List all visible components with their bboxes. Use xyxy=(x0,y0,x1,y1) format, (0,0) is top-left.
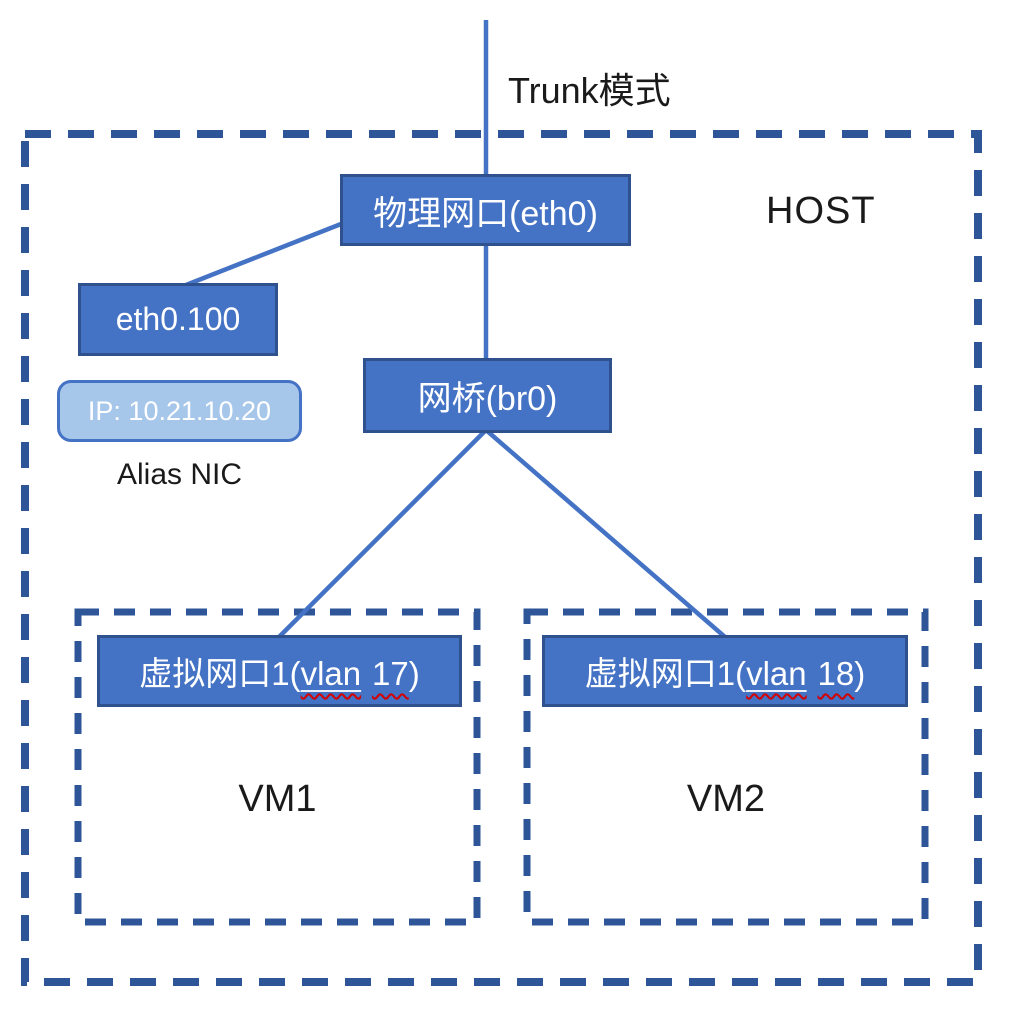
vm2-dashed-border xyxy=(523,608,929,926)
phys-to-subif-line xyxy=(185,221,342,288)
physical-nic-node: 物理网口(eth0) xyxy=(340,174,631,246)
vnic-vlan-id: 17 xyxy=(372,655,409,692)
bridge-node: 网桥(br0) xyxy=(363,358,612,433)
vnic-prefix-text: 虚拟网口1( xyxy=(584,655,747,692)
vlan-subinterface-node: eth0.100 xyxy=(78,283,278,356)
vm2-vnic-node: 虚拟网口1(vlan 18) xyxy=(542,635,908,707)
vm1-vnic-node: 虚拟网口1(vlan 17) xyxy=(97,635,462,707)
alias-ip-node: IP: 10.21.10.20 xyxy=(57,380,302,442)
trunk-mode-label: Trunk模式 xyxy=(508,70,671,111)
vm2-vnic-label: 虚拟网口1(vlan 18) xyxy=(585,647,865,695)
vnic-vlan-word: vlan xyxy=(746,655,807,692)
vm2-label: VM2 xyxy=(686,778,766,820)
vnic-suffix-text: ) xyxy=(854,655,866,692)
vnic-vlan-word: vlan xyxy=(300,655,362,692)
vm1-vnic-label: 虚拟网口1(vlan 17) xyxy=(139,647,419,695)
bridge-to-vnic1-line xyxy=(277,428,488,639)
vnic-vlan-id: 18 xyxy=(817,655,855,692)
vnic-suffix-text: ) xyxy=(408,655,420,692)
vm1-dashed-border xyxy=(74,608,481,926)
host-dashed-border xyxy=(21,130,982,986)
vm1-label: VM1 xyxy=(238,778,317,820)
alias-nic-label: Alias NIC xyxy=(116,458,243,491)
vnic-prefix-text: 虚拟网口1( xyxy=(139,655,301,692)
host-label: HOST xyxy=(766,190,876,232)
bridge-to-vnic2-line xyxy=(484,428,727,639)
